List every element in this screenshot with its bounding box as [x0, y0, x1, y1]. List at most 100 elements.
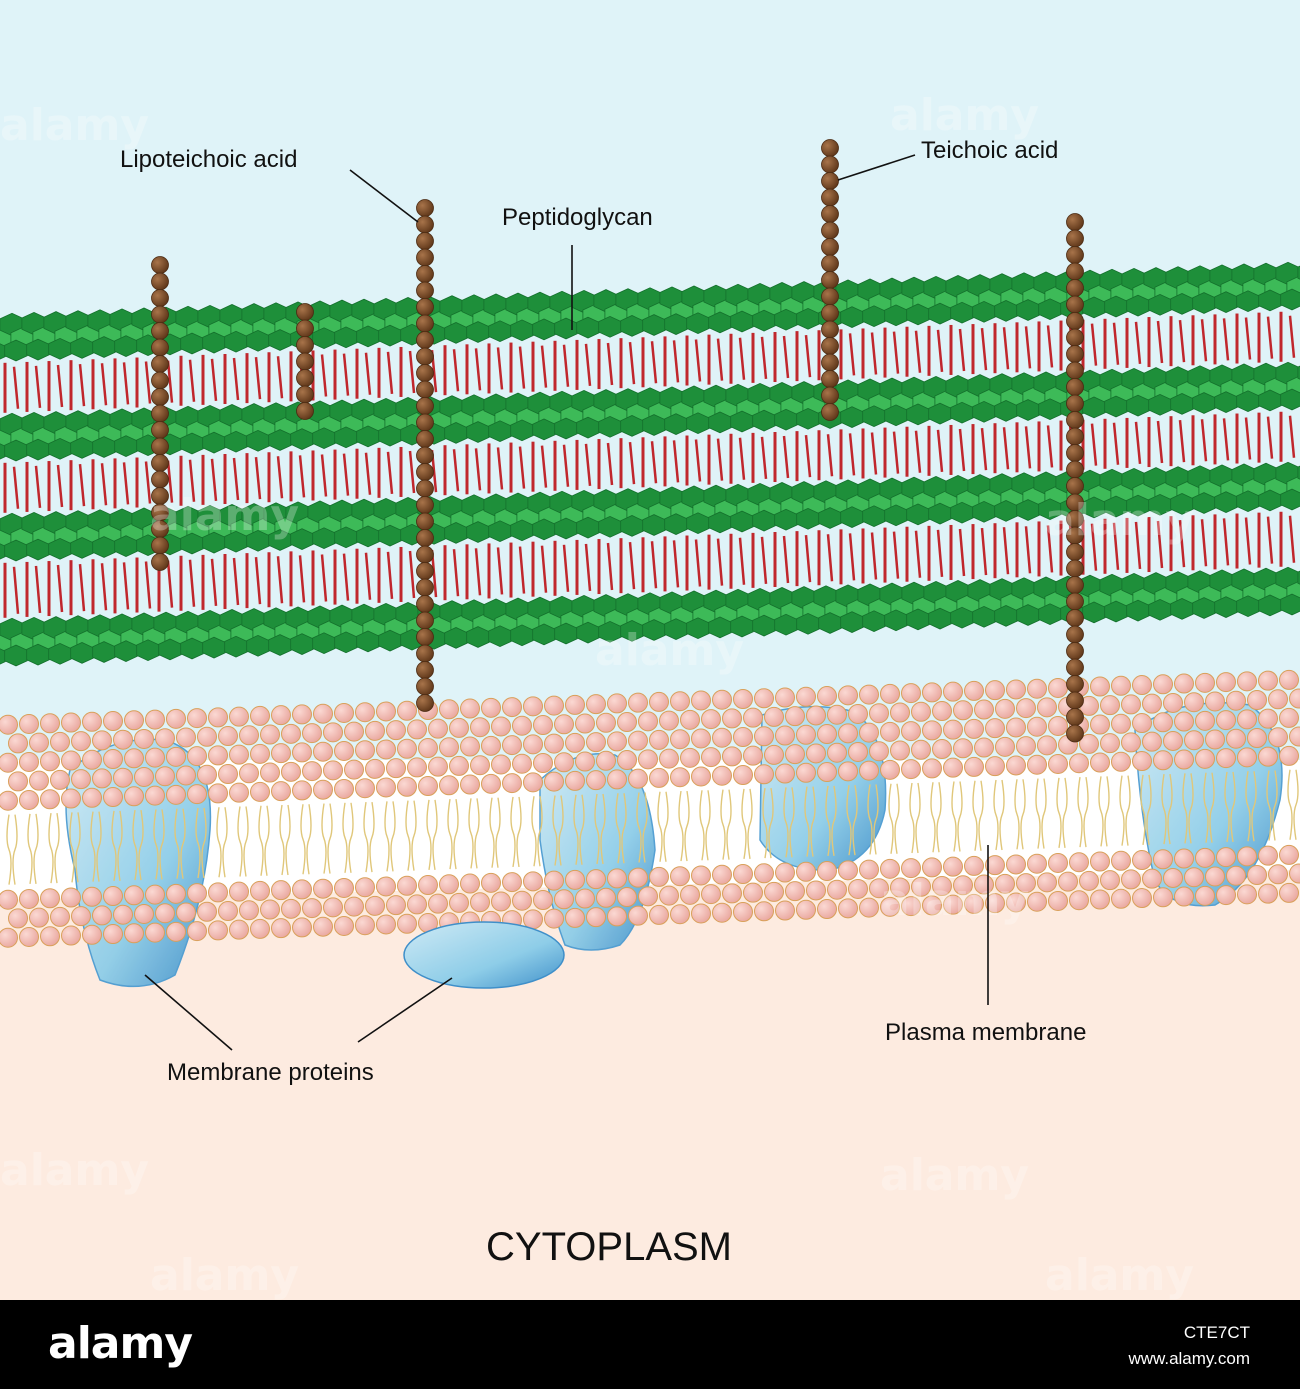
bead	[1066, 625, 1084, 644]
lipid-head	[1090, 676, 1110, 697]
crosslink	[958, 428, 966, 472]
lipid-head	[1279, 669, 1299, 690]
lipid-head	[649, 767, 669, 788]
lipid-head	[1090, 851, 1110, 872]
lipid-head	[271, 781, 291, 802]
lipid-head	[1195, 748, 1215, 769]
lipid-head	[40, 751, 60, 772]
bead	[296, 303, 314, 321]
lipid-tail	[348, 802, 354, 873]
bead	[1066, 312, 1084, 330]
lipid-head	[281, 723, 301, 744]
crosslink	[1090, 323, 1098, 366]
lipid-tail	[300, 804, 306, 875]
lipid-tail	[579, 794, 585, 865]
crosslink	[1024, 326, 1032, 369]
lipid-head	[1016, 736, 1036, 757]
lipid-head	[932, 876, 952, 897]
crosslink	[606, 342, 614, 386]
lipid-tail	[621, 793, 627, 864]
crosslink	[628, 342, 636, 385]
lipid-tail	[741, 788, 747, 859]
lipid-head	[29, 732, 49, 753]
lipid-head	[197, 764, 217, 785]
lipid-head	[565, 869, 585, 890]
lipid-head	[470, 717, 490, 738]
lipid-head	[376, 914, 396, 935]
lipid-head	[1006, 679, 1026, 700]
lipid-head	[323, 722, 343, 743]
lipid-head	[418, 776, 438, 797]
lipid-head	[712, 727, 732, 748]
lipid-tail	[537, 796, 543, 867]
watermark-text: alamy	[880, 875, 1029, 926]
crosslink	[254, 457, 262, 500]
lipid-tail	[1014, 779, 1020, 850]
crosslink	[1288, 315, 1296, 358]
crosslink	[650, 441, 658, 484]
lipid-head	[1142, 868, 1162, 889]
lipid-head	[92, 768, 112, 789]
lipid-head	[796, 899, 816, 920]
footer-bar: alamy CTE7CT www.alamy.com	[0, 1300, 1300, 1389]
crosslink	[936, 329, 944, 372]
lipid-tail	[90, 811, 96, 882]
bead	[1066, 328, 1084, 347]
lipid-head	[754, 863, 774, 884]
lipid-tail	[951, 781, 957, 852]
crosslink	[518, 546, 526, 594]
bead	[1066, 675, 1084, 693]
lipid-head	[533, 889, 553, 910]
watermark-text: alamy	[150, 490, 299, 541]
lipid-head	[355, 915, 375, 936]
crosslink	[364, 352, 372, 395]
crosslink	[870, 432, 878, 475]
crosslink	[1200, 419, 1208, 462]
lipid-tail	[1251, 771, 1257, 842]
lipid-head	[838, 723, 858, 744]
lipid-tail	[825, 785, 831, 857]
crosslink	[34, 365, 42, 409]
crosslink	[1024, 526, 1032, 574]
lipid-head	[187, 708, 207, 729]
lipid-head	[964, 756, 984, 777]
crosslink	[694, 539, 702, 587]
crosslink	[870, 532, 878, 580]
lipid-head	[848, 878, 868, 899]
lipid-head	[197, 726, 217, 747]
crosslink	[804, 535, 812, 583]
bead	[151, 272, 169, 291]
lipid-tail	[48, 812, 54, 884]
lipid-head	[1100, 695, 1120, 716]
lipid-tail	[132, 810, 138, 881]
lipid-head	[155, 728, 175, 749]
lipid-head	[113, 767, 133, 788]
lipid-head	[481, 735, 501, 756]
lipid-head	[1163, 730, 1183, 751]
lipid-head	[848, 741, 868, 762]
bead	[821, 221, 839, 240]
lipid-head	[995, 873, 1015, 894]
lipid-head	[124, 786, 144, 807]
lipid-tail	[243, 806, 249, 877]
crosslink	[210, 358, 218, 401]
glycan-hex	[1280, 488, 1300, 511]
lipid-head	[607, 769, 627, 790]
lipid-head	[491, 754, 511, 775]
lipid-head	[439, 874, 459, 895]
crosslink	[1134, 521, 1142, 570]
lipid-head	[61, 750, 81, 771]
lipid-head	[911, 876, 931, 897]
lipid-head	[302, 723, 322, 744]
bead	[151, 404, 169, 423]
lipid-head	[481, 872, 501, 893]
crosslink	[386, 451, 394, 494]
lipid-tail	[831, 785, 837, 857]
watermark-text: alamy	[1045, 495, 1194, 546]
crosslink	[408, 550, 416, 599]
label-membrane-proteins: Membrane proteins	[167, 1059, 374, 1086]
crosslink	[540, 345, 548, 388]
footer-image-id: CTE7CT	[1183, 1323, 1250, 1342]
lipid-head	[292, 704, 312, 725]
bead	[821, 172, 839, 190]
